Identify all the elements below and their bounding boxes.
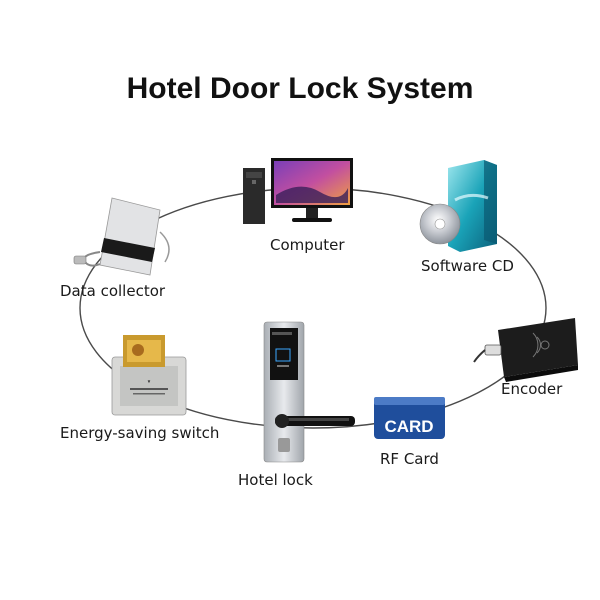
computer-icon [243,158,353,224]
data-collector-icon [73,197,170,276]
label-software-cd: Software CD [421,257,514,275]
label-encoder: Encoder [501,380,563,398]
energy-switch-icon: ▼ [111,335,187,416]
label-energy-switch: Energy-saving switch [60,424,220,442]
software-cd-icon [419,160,497,252]
switch-fine-print: ▼ [147,379,151,384]
label-hotel-lock: Hotel lock [238,471,313,489]
hotel-lock-icon [263,321,355,463]
label-computer: Computer [270,236,345,254]
rf-card-text: CARD [384,417,433,436]
rf-card-icon: CARD [374,397,445,439]
encoder-icon [473,318,578,382]
label-data-collector: Data collector [60,282,166,300]
label-rf-card: RF Card [380,450,439,468]
diagram-title: Hotel Door Lock System [126,72,474,105]
